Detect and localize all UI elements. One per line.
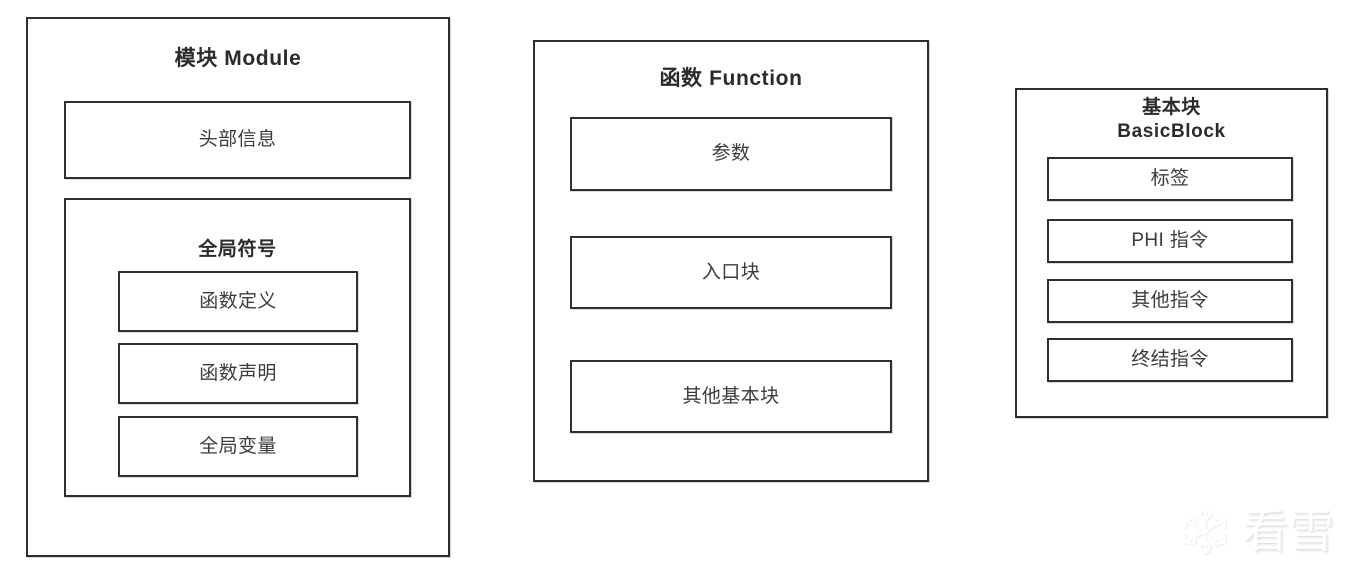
function-definition-box[interactable]: 函数定义 — [118, 271, 358, 332]
parameters-label: 参数 — [711, 143, 751, 165]
parameters-box[interactable]: 参数 — [570, 117, 892, 191]
other-instruction-label: 其他指令 — [1131, 290, 1209, 312]
function-declaration-box[interactable]: 函数声明 — [118, 343, 358, 404]
entry-block-box[interactable]: 入口块 — [570, 236, 892, 309]
function-definition-label: 函数定义 — [199, 290, 277, 312]
global-variable-box[interactable]: 全局变量 — [118, 416, 358, 477]
phi-instruction-label: PHI 指令 — [1131, 230, 1209, 252]
label-label: 标签 — [1150, 168, 1190, 190]
terminator-instruction-label: 终结指令 — [1131, 349, 1209, 371]
other-instruction-box[interactable]: 其他指令 — [1047, 279, 1293, 323]
subgroup-global-symbols-title: 全局符号 — [198, 239, 277, 260]
terminator-instruction-box[interactable]: 终结指令 — [1047, 338, 1293, 382]
snowflake-icon — [1183, 506, 1227, 556]
module-header-info-box[interactable]: 头部信息 — [64, 101, 411, 179]
entry-block-label: 入口块 — [701, 261, 761, 283]
label-box[interactable]: 标签 — [1047, 157, 1293, 201]
phi-instruction-box[interactable]: PHI 指令 — [1047, 219, 1293, 263]
other-basic-blocks-label: 其他基本块 — [682, 385, 780, 407]
global-variable-label: 全局变量 — [199, 435, 277, 457]
function-declaration-label: 函数声明 — [199, 362, 277, 384]
group-module-title: 模块 Module — [174, 47, 302, 70]
group-function-title: 函数 Function — [659, 67, 803, 90]
watermark-text: 看雪 — [1242, 504, 1334, 558]
other-basic-blocks-box[interactable]: 其他基本块 — [570, 360, 892, 433]
module-header-info-label: 头部信息 — [198, 129, 277, 151]
group-basicblock-title: 基本块 BasicBlock — [1117, 97, 1226, 143]
watermark: 看雪 — [1178, 500, 1338, 562]
